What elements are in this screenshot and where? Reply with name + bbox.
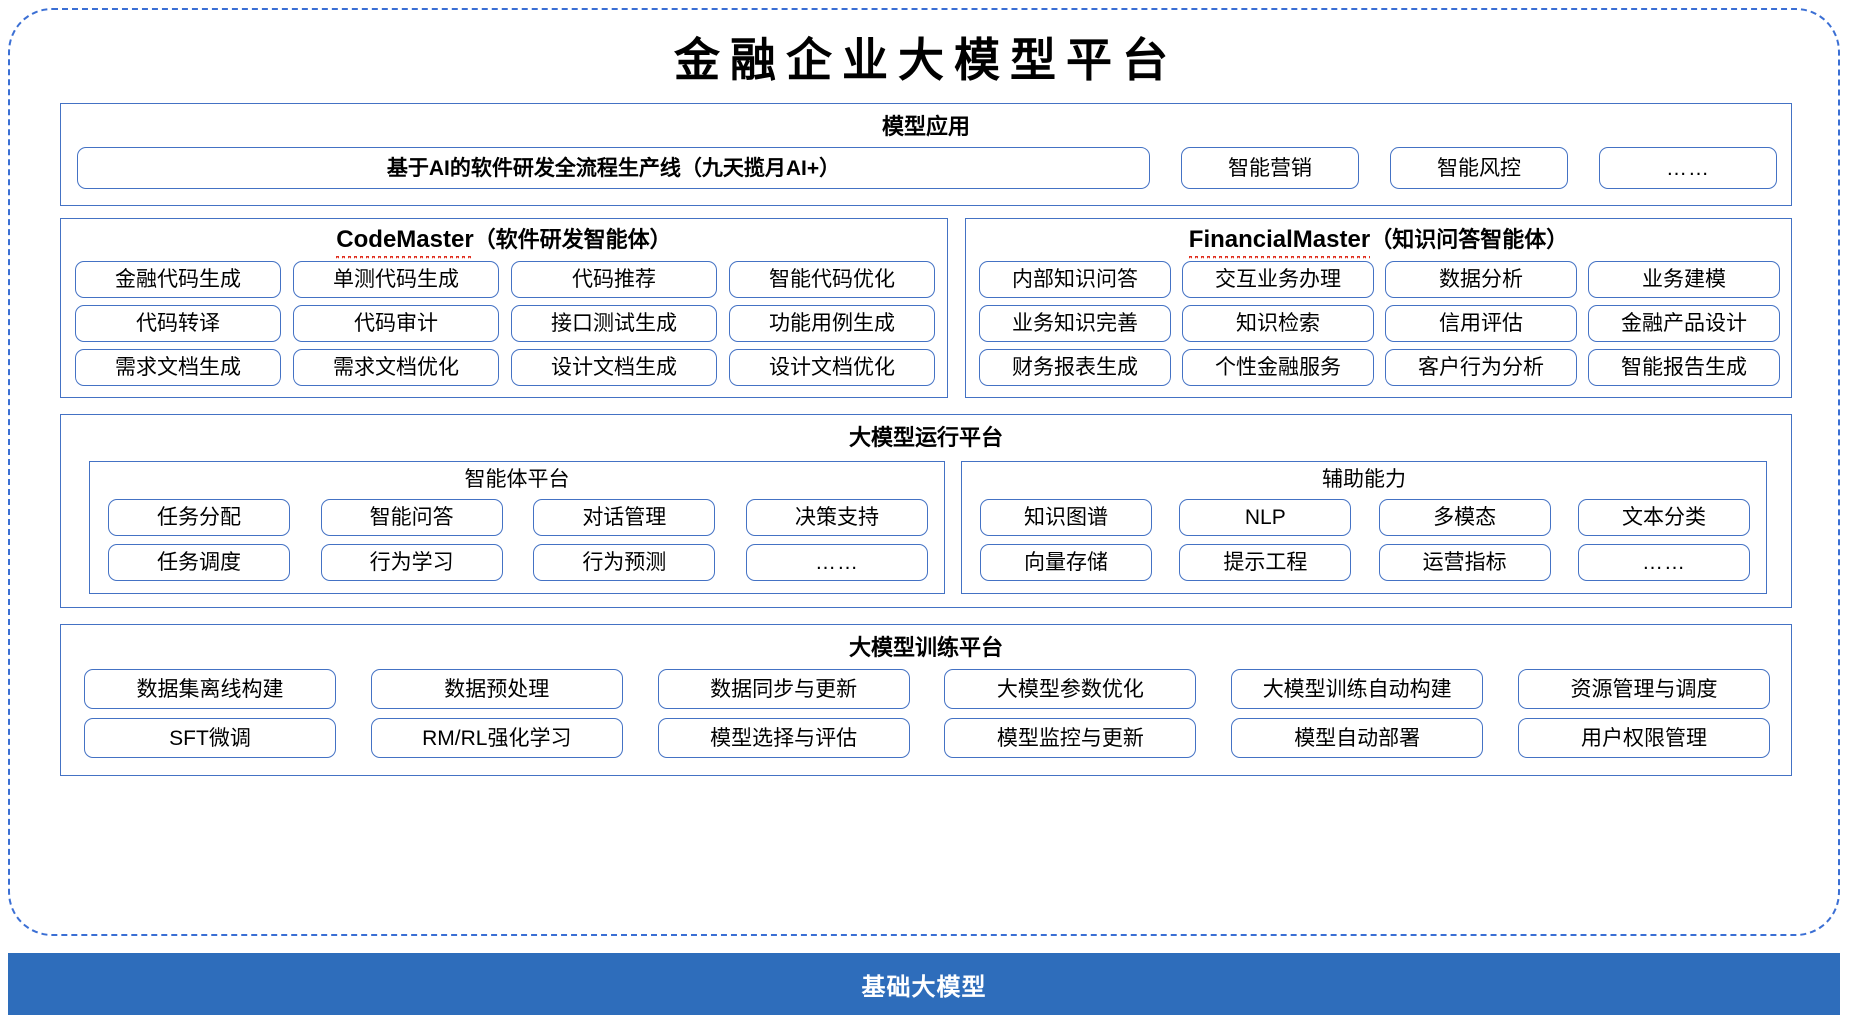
- training-platform-grid: 数据集离线构建 数据预处理 数据同步与更新 大模型参数优化 大模型训练自动构建 …: [84, 669, 1770, 767]
- financial-master-row: 财务报表生成 个性金融服务 客户行为分析 智能报告生成: [979, 349, 1780, 386]
- capability-pill[interactable]: 模型选择与评估: [657, 718, 910, 758]
- base-model-bar: 基础大模型: [8, 953, 1840, 1015]
- agent-platform-grid: 任务分配 智能问答 对话管理 决策支持 任务调度 行为学习 行为预测 ……: [108, 499, 928, 589]
- capability-pill[interactable]: 资源管理与调度: [1517, 669, 1770, 709]
- capability-pill[interactable]: 知识图谱: [980, 499, 1152, 536]
- capability-pill[interactable]: 数据同步与更新: [657, 669, 910, 709]
- capability-pill[interactable]: 模型自动部署: [1231, 718, 1484, 758]
- subsection-agent-platform: 智能体平台 任务分配 智能问答 对话管理 决策支持 任务调度 行为学习 行为预测…: [89, 461, 945, 594]
- capability-pill[interactable]: 对话管理: [533, 499, 716, 536]
- capability-pill[interactable]: RM/RL强化学习: [370, 718, 623, 758]
- section-title-runtime-platform: 大模型运行平台: [848, 425, 1003, 450]
- capability-pill[interactable]: 多模态: [1378, 499, 1551, 536]
- capability-pill[interactable]: 设计文档优化: [729, 349, 935, 386]
- capability-pill[interactable]: 行为预测: [533, 544, 716, 581]
- code-master-row: 金融代码生成 单测代码生成 代码推荐 智能代码优化: [75, 261, 935, 298]
- financial-master-brand-label: FinancialMaster: [1188, 226, 1371, 260]
- capability-pill[interactable]: 功能用例生成: [729, 305, 935, 342]
- capability-pill[interactable]: 大模型参数优化: [944, 669, 1197, 709]
- agent-platform-row: 任务调度 行为学习 行为预测 ……: [108, 544, 928, 581]
- capability-pill[interactable]: 代码审计: [293, 305, 499, 342]
- financial-master-row: 业务知识完善 知识检索 信用评估 金融产品设计: [979, 305, 1780, 342]
- auxiliary-capability-grid: 知识图谱 NLP 多模态 文本分类 向量存储 提示工程 运营指标 ……: [980, 499, 1750, 589]
- capability-pill[interactable]: 数据集离线构建: [84, 669, 336, 709]
- page-title: 金融企业大模型平台: [674, 35, 1178, 86]
- capability-pill[interactable]: 运营指标: [1378, 544, 1551, 581]
- capability-pill[interactable]: 用户权限管理: [1517, 718, 1770, 758]
- base-model-label: 基础大模型: [861, 973, 987, 1001]
- capability-pill[interactable]: 业务建模: [1588, 261, 1780, 298]
- capability-pill[interactable]: 代码转译: [75, 305, 281, 342]
- capability-pill[interactable]: SFT微调: [84, 718, 336, 758]
- capability-pill-more[interactable]: ……: [1577, 544, 1750, 581]
- section-runtime-platform: 大模型运行平台 智能体平台 任务分配 智能问答 对话管理 决策支持 任务调度 行…: [60, 414, 1792, 608]
- capability-pill[interactable]: 金融产品设计: [1588, 305, 1780, 342]
- capability-pill[interactable]: 金融代码生成: [75, 261, 281, 298]
- capability-pill[interactable]: 信用评估: [1385, 305, 1577, 342]
- section-title-model-applications: 模型应用: [881, 114, 970, 139]
- capability-pill[interactable]: 客户行为分析: [1385, 349, 1577, 386]
- training-platform-row: 数据集离线构建 数据预处理 数据同步与更新 大模型参数优化 大模型训练自动构建 …: [84, 669, 1770, 709]
- capability-pill[interactable]: 任务调度: [108, 544, 290, 581]
- capability-pill[interactable]: 业务知识完善: [979, 305, 1171, 342]
- capability-pill[interactable]: 设计文档生成: [511, 349, 717, 386]
- capability-pill[interactable]: 智能问答: [320, 499, 503, 536]
- section-code-master: CodeMaster（软件研发智能体） 金融代码生成 单测代码生成 代码推荐 智…: [60, 218, 948, 398]
- code-master-subtitle: （软件研发智能体）: [473, 227, 672, 252]
- app-item-smart-risk-control[interactable]: 智能风控: [1390, 147, 1568, 189]
- capability-pill[interactable]: 提示工程: [1179, 544, 1352, 581]
- capability-pill[interactable]: 需求文档优化: [293, 349, 499, 386]
- capability-pill[interactable]: 内部知识问答: [979, 261, 1171, 298]
- capability-pill[interactable]: 文本分类: [1577, 499, 1750, 536]
- subsection-auxiliary-capability: 辅助能力 知识图谱 NLP 多模态 文本分类 向量存储 提示工程 运营指标 ……: [961, 461, 1767, 594]
- section-title-training-platform: 大模型训练平台: [848, 635, 1003, 660]
- capability-pill-more[interactable]: ……: [745, 544, 928, 581]
- financial-master-subtitle: （知识问答智能体）: [1370, 227, 1569, 252]
- diagram-outer-frame: 金融企业大模型平台 模型应用 基于AI的软件研发全流程生产线（九天揽月AI+） …: [8, 8, 1840, 936]
- financial-master-grid: 内部知识问答 交互业务办理 数据分析 业务建模 业务知识完善 知识检索 信用评估…: [979, 261, 1780, 393]
- auxiliary-row: 向量存储 提示工程 运营指标 ……: [980, 544, 1750, 581]
- capability-pill[interactable]: 单测代码生成: [293, 261, 499, 298]
- section-model-applications: 模型应用 基于AI的软件研发全流程生产线（九天揽月AI+） 智能营销 智能风控 …: [60, 103, 1792, 206]
- capability-pill[interactable]: 个性金融服务: [1182, 349, 1374, 386]
- code-master-row: 需求文档生成 需求文档优化 设计文档生成 设计文档优化: [75, 349, 935, 386]
- capability-pill[interactable]: 代码推荐: [511, 261, 717, 298]
- capability-pill[interactable]: 接口测试生成: [511, 305, 717, 342]
- capability-pill[interactable]: 知识检索: [1182, 305, 1374, 342]
- section-financial-master: FinancialMaster（知识问答智能体） 内部知识问答 交互业务办理 数…: [965, 218, 1792, 398]
- capability-pill[interactable]: 智能代码优化: [729, 261, 935, 298]
- capability-pill[interactable]: 财务报表生成: [979, 349, 1171, 386]
- subsection-title-auxiliary-capability: 辅助能力: [1322, 468, 1406, 491]
- financial-master-row: 内部知识问答 交互业务办理 数据分析 业务建模: [979, 261, 1780, 298]
- app-item-more[interactable]: ……: [1599, 147, 1777, 189]
- code-master-brand-label: CodeMaster: [336, 226, 475, 260]
- auxiliary-row: 知识图谱 NLP 多模态 文本分类: [980, 499, 1750, 536]
- capability-pill[interactable]: 需求文档生成: [75, 349, 281, 386]
- section-title-financial-master: FinancialMaster（知识问答智能体）: [966, 225, 1791, 260]
- capability-pill[interactable]: 数据分析: [1385, 261, 1577, 298]
- capability-pill[interactable]: 数据预处理: [370, 669, 623, 709]
- capability-pill[interactable]: 交互业务办理: [1182, 261, 1374, 298]
- capability-pill[interactable]: 智能报告生成: [1588, 349, 1780, 386]
- app-item-smart-marketing[interactable]: 智能营销: [1181, 147, 1359, 189]
- code-master-row: 代码转译 代码审计 接口测试生成 功能用例生成: [75, 305, 935, 342]
- code-master-grid: 金融代码生成 单测代码生成 代码推荐 智能代码优化 代码转译 代码审计 接口测试…: [75, 261, 935, 393]
- capability-pill[interactable]: 任务分配: [108, 499, 290, 536]
- app-item-production-line[interactable]: 基于AI的软件研发全流程生产线（九天揽月AI+）: [77, 147, 1150, 189]
- capability-pill[interactable]: 模型监控与更新: [944, 718, 1197, 758]
- capability-pill[interactable]: 决策支持: [745, 499, 928, 536]
- capability-pill[interactable]: 大模型训练自动构建: [1231, 669, 1484, 709]
- capability-pill[interactable]: 行为学习: [320, 544, 503, 581]
- agent-platform-row: 任务分配 智能问答 对话管理 决策支持: [108, 499, 928, 536]
- capability-pill[interactable]: 向量存储: [980, 544, 1152, 581]
- section-training-platform: 大模型训练平台 数据集离线构建 数据预处理 数据同步与更新 大模型参数优化 大模…: [60, 624, 1792, 776]
- training-platform-row: SFT微调 RM/RL强化学习 模型选择与评估 模型监控与更新 模型自动部署 用…: [84, 718, 1770, 758]
- model-applications-row: 基于AI的软件研发全流程生产线（九天揽月AI+） 智能营销 智能风控 ……: [77, 147, 1777, 189]
- subsection-title-agent-platform: 智能体平台: [464, 468, 570, 491]
- capability-pill[interactable]: NLP: [1179, 499, 1352, 536]
- section-title-code-master: CodeMaster（软件研发智能体）: [61, 225, 947, 260]
